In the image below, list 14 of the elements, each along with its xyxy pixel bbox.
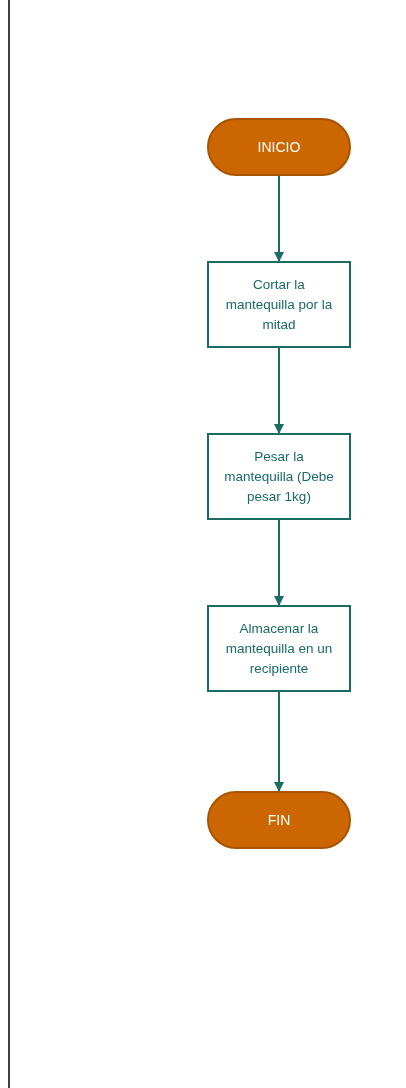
arrow — [274, 175, 284, 262]
arrow — [274, 691, 284, 792]
arrow — [274, 519, 284, 606]
terminal-shape — [207, 791, 351, 849]
node-label: Pesar la mantequilla (Debe pesar 1kg) — [223, 447, 335, 506]
process-box — [207, 433, 351, 520]
node-label: Almacenar la mantequilla en un recipiente — [224, 619, 334, 678]
node-label: Cortar la mantequilla por la mitad — [224, 275, 334, 334]
terminal-shape — [207, 118, 351, 176]
process-box — [207, 605, 351, 692]
process-box — [207, 261, 351, 348]
node-label: FIN — [267, 812, 291, 828]
node-label: INICIO — [257, 139, 301, 155]
arrow — [274, 347, 284, 434]
